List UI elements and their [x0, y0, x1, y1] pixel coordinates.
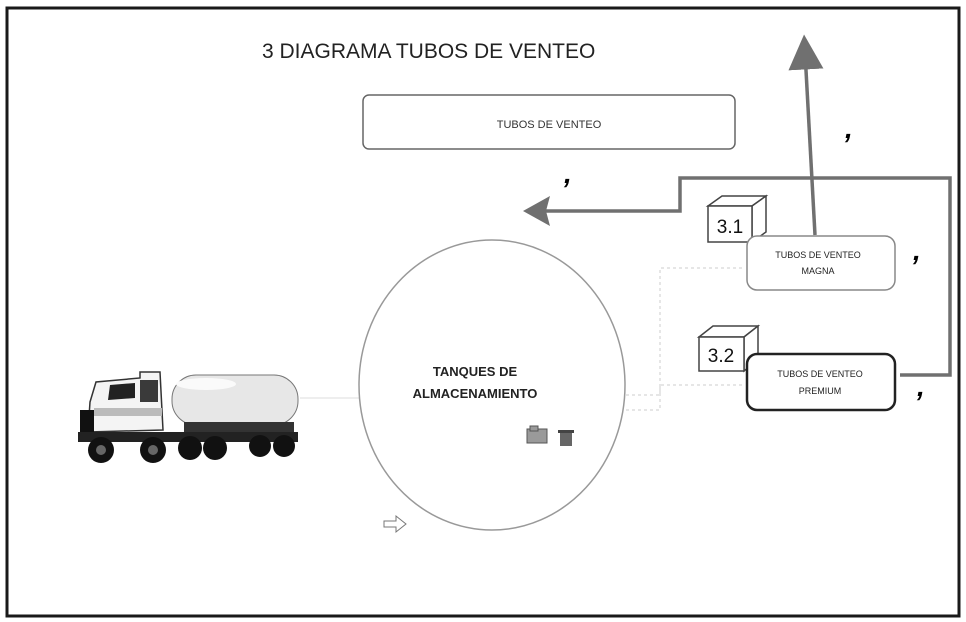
diagram-title: 3 DIAGRAMA TUBOS DE VENTEO [262, 40, 595, 63]
outline-arrow-right-icon [383, 514, 407, 534]
node-3-1-line2: MAGNA [801, 266, 834, 276]
node-3-1-line1: TUBOS DE VENTEO [775, 250, 861, 260]
folder-icon [526, 425, 548, 444]
connector-tank-31 [620, 267, 745, 396]
tank-label-line2: ALMACENAMIENTO [413, 386, 538, 401]
outer-border [5, 6, 961, 618]
return-arrow-line [540, 176, 952, 377]
connector-tank-32 [620, 384, 745, 411]
node-3-2-line2: PREMIUM [799, 386, 842, 396]
node-3-2: 3.2 TUBOS DE VENTEO PREMIUM [696, 324, 897, 412]
tanker-truck-icon [78, 371, 299, 463]
mark-1: , [844, 113, 853, 144]
node-3-2-number: 3.2 [708, 346, 734, 367]
up-arrow [788, 34, 824, 236]
trash-icon [558, 430, 574, 446]
mark-2: , [563, 158, 572, 189]
mark-4: , [916, 371, 925, 402]
vent-tubes-box-label: TUBOS DE VENTEO [497, 119, 602, 131]
node-3-2-line1: TUBOS DE VENTEO [777, 369, 863, 379]
storage-tank-ellipse [358, 239, 626, 531]
left-arrow-head [523, 196, 550, 226]
tank-label-line1: TANQUES DE [433, 364, 518, 379]
node-3-1: 3.1 TUBOS DE VENTEO MAGNA [705, 194, 896, 291]
mark-3: , [912, 235, 921, 266]
vent-tubes-box [362, 94, 736, 150]
node-3-1-number: 3.1 [717, 217, 743, 238]
